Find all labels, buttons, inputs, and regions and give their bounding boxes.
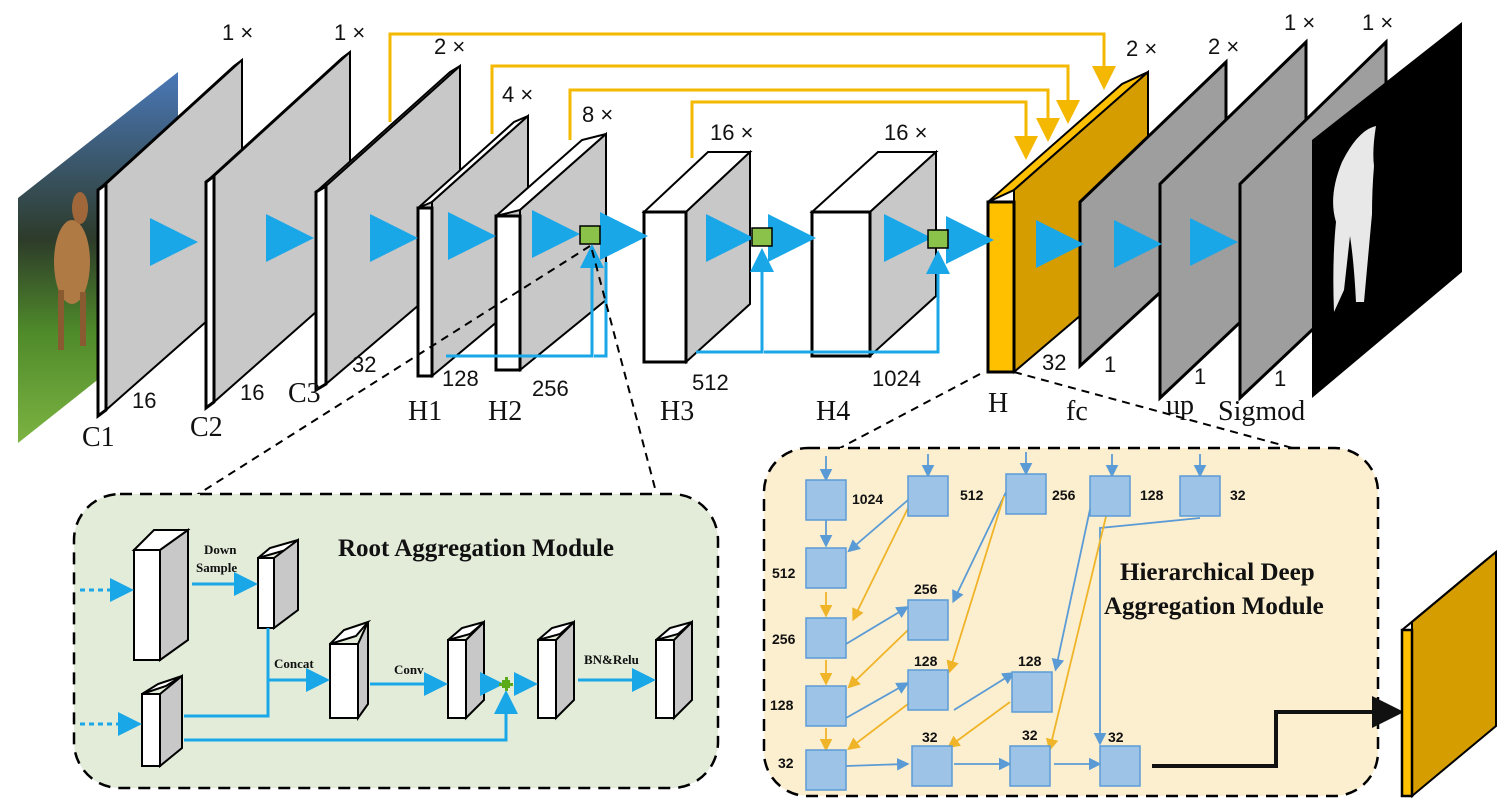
hda-label-top-32: 32 <box>1230 487 1246 503</box>
stage-name-c2: C2 <box>190 412 223 443</box>
hda-label-c2-256: 256 <box>914 581 938 597</box>
channels-up: 1 <box>1194 364 1206 389</box>
zoom-guides <box>191 245 1301 499</box>
channel-labels: 16 16 32 128 256 512 1024 32 1 1 1 <box>132 350 1286 413</box>
layer-h4 <box>809 149 939 359</box>
hda-label-c2-32: 32 <box>922 729 938 745</box>
skip-connections <box>388 32 1116 160</box>
scale-label-h2: 8 × <box>582 102 613 127</box>
hda-label-c1-256: 256 <box>772 631 796 647</box>
down-sample-label-2: Sample <box>196 560 237 575</box>
scale-label-c1: 1 × <box>222 20 253 45</box>
layer-h3 <box>641 149 753 365</box>
hda-label-c1-512: 512 <box>772 565 796 581</box>
hda-label-c3-32: 32 <box>1022 727 1038 743</box>
feedback-connections <box>446 244 950 358</box>
channels-c2: 16 <box>240 380 264 405</box>
concat-label: Concat <box>274 656 314 671</box>
channels-h: 32 <box>1042 350 1066 375</box>
hda-title-line1: Hierarchical Deep <box>1120 559 1315 586</box>
stage-name-h1: H1 <box>408 396 442 427</box>
bn-relu-label: BN&Relu <box>584 652 639 667</box>
hda-label-top-128: 128 <box>1140 487 1164 503</box>
hda-output-block <box>1400 549 1497 799</box>
down-sample-label-1: Down <box>204 542 237 557</box>
stage-name-c3: C3 <box>288 378 321 409</box>
scale-label-sigmoid: 1 × <box>1362 10 1393 35</box>
hda-title-line2: Aggregation Module <box>1104 593 1324 620</box>
scale-label-c3: 2 × <box>434 34 465 59</box>
channels-h2: 256 <box>532 376 569 401</box>
scale-label-h4: 16 × <box>884 120 927 145</box>
stage-name-h4: H4 <box>816 396 850 427</box>
stage-name-c1: C1 <box>82 422 115 453</box>
scale-label-up: 1 × <box>1284 10 1315 35</box>
hda-label-c2-128: 128 <box>914 653 938 669</box>
hda-label-top-512: 512 <box>960 487 984 503</box>
hda-label-c3-128: 128 <box>1018 653 1042 669</box>
add-node <box>499 677 513 691</box>
conv-label: Conv <box>394 662 424 677</box>
stage-name-h2: H2 <box>488 396 522 427</box>
root-module-title: Root Aggregation Module <box>338 535 614 562</box>
stage-name-sigmoid: Sigmod <box>1218 396 1305 427</box>
stage-name-h3: H3 <box>660 396 694 427</box>
channels-h4: 1024 <box>872 366 921 391</box>
channels-c3: 32 <box>352 352 376 377</box>
stage-name-up: up <box>1166 390 1194 421</box>
stage-name-fc: fc <box>1066 396 1088 427</box>
output-mask <box>1312 22 1462 398</box>
hda-label-c1-32: 32 <box>778 755 794 771</box>
root-aggregation-module: Root Aggregation Module <box>72 492 720 790</box>
channels-h1: 128 <box>442 366 479 391</box>
scale-labels: 1 × 1 × 2 × 4 × 8 × 16 × 16 × 2 × 2 × 1 … <box>222 10 1393 145</box>
channels-c1: 16 <box>132 388 156 413</box>
channels-sigmoid: 1 <box>1274 366 1286 391</box>
hda-module: Hierarchical Deep Aggregation Module <box>762 446 1404 798</box>
flow-arrows <box>150 210 1238 268</box>
scale-label-h1: 4 × <box>502 82 533 107</box>
stage-name-h: H <box>988 388 1008 419</box>
hda-label-top-1024: 1024 <box>852 491 883 507</box>
hda-label-top-256: 256 <box>1052 487 1076 503</box>
scale-label-c2: 1 × <box>334 20 365 45</box>
hda-label-c4-32: 32 <box>1108 729 1124 745</box>
channels-h3: 512 <box>692 370 729 395</box>
hda-label-c1-128: 128 <box>770 697 794 713</box>
scale-label-fc: 2 × <box>1208 34 1239 59</box>
scale-label-h3: 16 × <box>710 120 753 145</box>
channels-fc: 1 <box>1104 352 1116 377</box>
stage-names: C1 C2 C3 H1 H2 H3 H4 H fc up Sigmod <box>82 378 1305 453</box>
scale-label-h: 2 × <box>1126 36 1157 61</box>
